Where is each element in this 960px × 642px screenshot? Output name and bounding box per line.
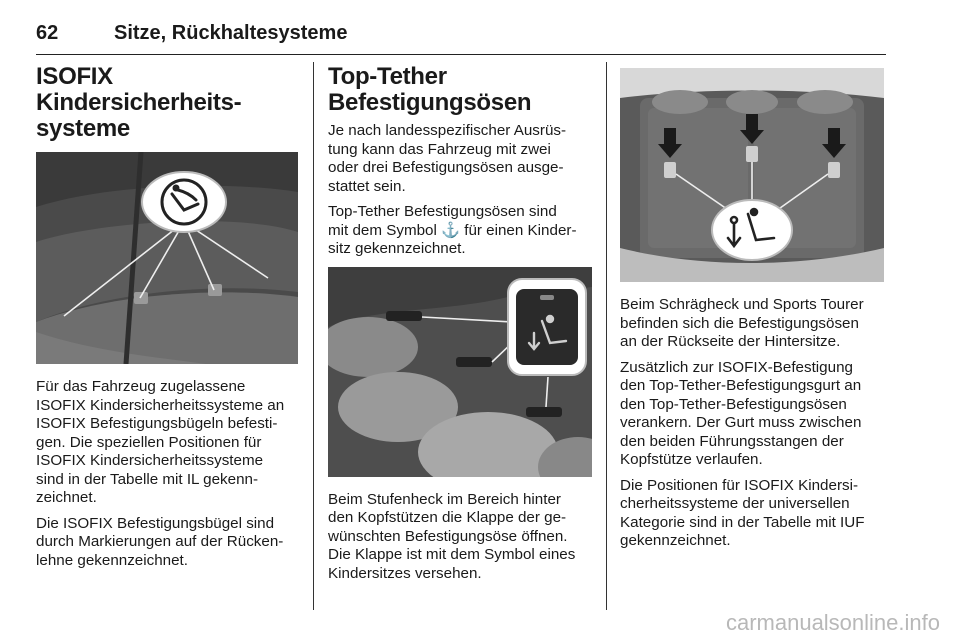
column-isofix: ISOFIX Kindersicherheits-systeme Für das… <box>36 62 302 577</box>
tether-flap-illustration <box>328 266 592 477</box>
chapter-title: Sitze, Rückhaltesysteme <box>114 22 348 44</box>
isofix-seat-illustration <box>36 152 298 364</box>
child-seat-anchor-icon <box>527 314 568 351</box>
watermark: carmanualsonline.info <box>725 610 940 635</box>
rear-seat-tether-illustration <box>620 68 884 282</box>
page-header: 62 Sitze, Rückhaltesysteme <box>36 22 886 55</box>
column-divider <box>606 62 607 610</box>
column-divider <box>313 62 314 610</box>
isofix-child-seat-icon <box>170 184 200 212</box>
tether-paragraph-1: Je nach landesspezifischer Ausrüs-tung k… <box>328 122 567 195</box>
hatchback-paragraph-3: Die Positionen für ISOFIX Kindersi-cherh… <box>620 476 865 550</box>
page-number: 62 <box>36 22 59 44</box>
section-title-isofix: ISOFIX Kindersicherheits-systeme <box>36 63 242 142</box>
anchor-child-seat-icon <box>726 207 776 249</box>
